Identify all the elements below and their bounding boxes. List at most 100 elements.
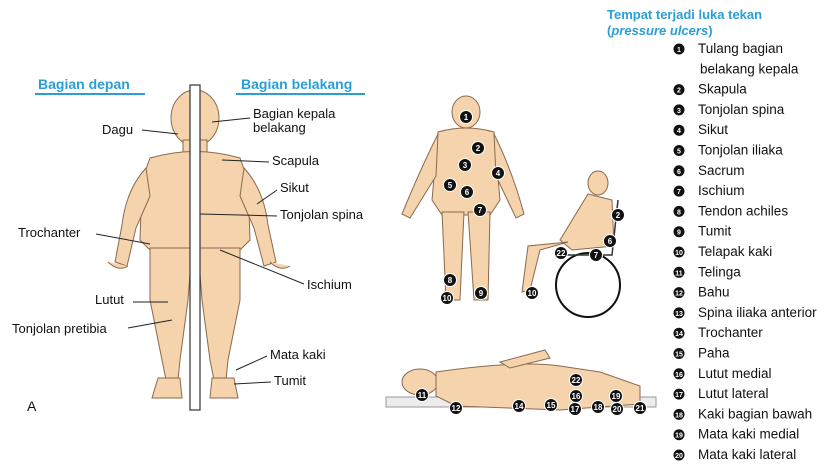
lying-marker-11-number: 11 <box>418 391 427 400</box>
standing-marker-3: 3 <box>459 159 472 172</box>
legend-item-14-label: Trochanter <box>698 325 763 340</box>
lying-marker-17: 17 <box>569 403 582 416</box>
legend-marker-5: 5 <box>673 145 685 157</box>
back-header: Bagian belakang <box>241 76 352 92</box>
legend-marker-6: 6 <box>673 165 685 177</box>
figure-letter: A <box>27 398 37 414</box>
legend-item-13-label: Spina iliaka anterior <box>698 305 817 320</box>
lying-marker-15: 15 <box>545 399 558 412</box>
label-tonjolan-pretibia: Tonjolan pretibia <box>12 321 107 336</box>
legend-marker-9: 9 <box>673 226 685 238</box>
standing-marker-9-number: 9 <box>479 289 484 298</box>
label-trochanter: Trochanter <box>18 225 81 240</box>
sitting-marker-2: 2 <box>612 209 625 222</box>
legend-marker-17-number: 17 <box>675 392 683 399</box>
legend-marker-14-number: 14 <box>675 331 683 338</box>
lying-marker-22: 22 <box>570 374 583 387</box>
lying-marker-16-number: 16 <box>572 392 581 401</box>
legend-item-1-label: Tulang bagian <box>698 41 783 56</box>
lying-marker-17-number: 17 <box>571 405 580 414</box>
leader-dagu <box>142 130 178 134</box>
lying-marker-12: 12 <box>450 402 463 415</box>
legend-item-2-label: Skapula <box>698 82 747 97</box>
left-foot <box>152 378 182 398</box>
sb-left-arm <box>402 134 438 218</box>
standing-marker-6: 6 <box>461 186 474 199</box>
legend-marker-4-number: 4 <box>677 128 681 135</box>
legend-item-16-label: Lutut medial <box>698 366 772 381</box>
legend-item-6-label: Sacrum <box>698 163 745 178</box>
legend-marker-10: 10 <box>673 246 685 258</box>
wheelchair-wheel <box>556 253 620 317</box>
legend-marker-16: 16 <box>673 368 685 380</box>
label-lutut: Lutut <box>95 292 124 307</box>
legend-marker-2: 2 <box>673 84 685 96</box>
sitting-marker-10-number: 10 <box>528 289 537 298</box>
lying-marker-18-number: 18 <box>594 403 603 412</box>
legend-marker-20-number: 20 <box>675 453 683 460</box>
sitting-marker-7-number: 7 <box>594 251 599 260</box>
legend-marker-7-number: 7 <box>677 189 681 196</box>
standing-marker-6-number: 6 <box>465 188 470 197</box>
label-tonjolan-spina: Tonjolan spina <box>280 207 364 222</box>
lying-marker-22-number: 22 <box>572 376 581 385</box>
legend-marker-5-number: 5 <box>677 149 681 156</box>
lying-marker-19-number: 19 <box>612 392 621 401</box>
legend-item-1-label-line2: belakang kepala <box>700 61 799 76</box>
legend-marker-6-number: 6 <box>677 169 681 176</box>
lying-marker-12-number: 12 <box>452 404 461 413</box>
legend-title-line2: (pressure ulcers) <box>607 23 713 38</box>
lying-marker-18: 18 <box>592 401 605 414</box>
legend-title-line1: Tempat terjadi luka tekan <box>607 7 762 22</box>
legend-item-20-label: Mata kaki lateral <box>698 447 796 462</box>
legend-marker-15-number: 15 <box>675 352 683 359</box>
right-foot <box>210 378 238 398</box>
legend-item-8-label: Tendon achiles <box>698 203 788 218</box>
sb-left-leg <box>442 212 464 300</box>
legend-marker-15: 15 <box>673 348 685 360</box>
standing-marker-8: 8 <box>444 274 457 287</box>
legend-marker-7: 7 <box>673 185 685 197</box>
sitting-marker-7: 7 <box>590 249 603 262</box>
center-divider <box>190 85 200 410</box>
legend-marker-1: 1 <box>673 43 685 55</box>
label-mata-kaki: Mata kaki <box>270 347 326 362</box>
front-back-figure: Bagian depan Bagian belakang Dagu Trocha… <box>12 76 365 414</box>
standing-marker-7: 7 <box>474 204 487 217</box>
legend-marker-20: 20 <box>673 449 685 461</box>
lying-marker-21-number: 21 <box>636 404 645 413</box>
sitting-marker-22-number: 22 <box>557 249 566 258</box>
sitting-marker-6: 6 <box>604 235 617 248</box>
lying-marker-20: 20 <box>611 403 624 416</box>
sitting-marker-2-number: 2 <box>616 211 621 220</box>
right-hand <box>270 262 290 268</box>
legend-item-3-label: Tonjolan spina <box>698 102 785 117</box>
wc-head <box>588 171 608 195</box>
left-leg <box>150 248 192 380</box>
legend-item-18-label: Kaki bagian bawah <box>698 406 812 421</box>
legend-marker-10-number: 10 <box>675 250 683 257</box>
legend-marker-3-number: 3 <box>677 108 681 115</box>
legend-marker-2-number: 2 <box>677 88 681 95</box>
legend-marker-4: 4 <box>673 124 685 136</box>
legend-marker-12-number: 12 <box>675 291 683 298</box>
legend-marker-19-number: 19 <box>675 433 683 440</box>
lying-marker-11: 11 <box>416 389 429 402</box>
legend-marker-8: 8 <box>673 205 685 217</box>
lying-marker-21: 21 <box>634 402 647 415</box>
standing-marker-7-number: 7 <box>478 206 483 215</box>
wheelchair-figure: 2 67 22 10 <box>522 171 625 317</box>
standing-marker-9: 9 <box>475 287 488 300</box>
label-kepala-2: belakang <box>253 120 306 135</box>
lying-marker-20-number: 20 <box>613 405 622 414</box>
legend-marker-14: 14 <box>673 327 685 339</box>
lying-marker-14: 14 <box>513 400 526 413</box>
standing-marker-10: 10 <box>441 292 454 305</box>
standing-marker-10-number: 10 <box>443 294 452 303</box>
sitting-marker-10: 10 <box>526 287 539 300</box>
lying-marker-15-number: 15 <box>547 401 556 410</box>
legend-items: 1 Tulang bagian belakang kepala 2 Skapula 3 To… <box>673 41 817 462</box>
legend-marker-1-number: 1 <box>677 47 681 54</box>
standing-marker-5-number: 5 <box>448 181 453 190</box>
standing-marker-5: 5 <box>444 179 457 192</box>
